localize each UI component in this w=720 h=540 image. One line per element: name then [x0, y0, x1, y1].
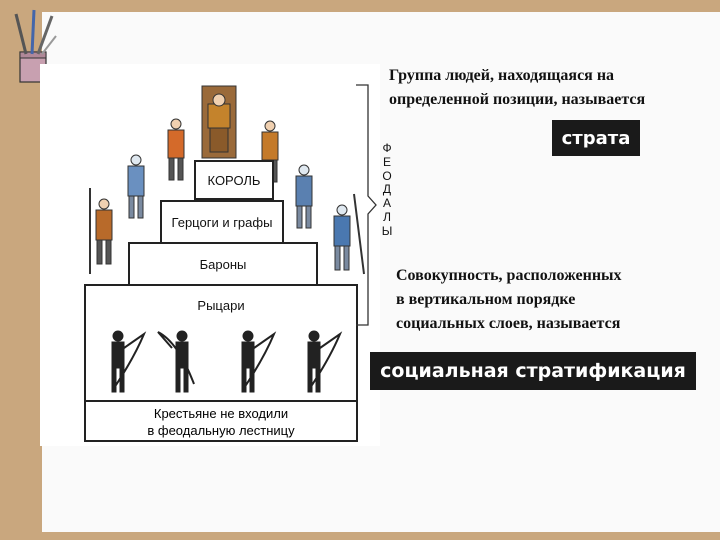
tier-knights: Рыцари — [84, 284, 358, 326]
question-strata: Группа людей, находящаяся на определенно… — [389, 64, 719, 112]
tier-dukes-counts: Герцоги и графы — [160, 200, 284, 244]
king-figure — [201, 85, 237, 159]
feudal-letter: Е — [382, 154, 391, 169]
question-stratification-line1: Совокупность, расположенных — [396, 267, 622, 284]
tier-barons: Бароны — [128, 242, 318, 286]
peasants-illustration — [111, 330, 343, 393]
answer-strata: страта — [552, 120, 640, 156]
feudal-letter: Ы — [381, 223, 393, 238]
tier-king: КОРОЛЬ — [194, 160, 274, 200]
feudal-letter: О — [382, 168, 392, 183]
feudal-letter: Д — [382, 182, 392, 197]
question-strata-line1: Группа людей, находящаяся на — [389, 67, 615, 84]
peasants-caption: Крестьяне не входили в феодальную лестни… — [84, 400, 358, 442]
peasants-row — [84, 324, 358, 400]
peasants-caption-line2: в феодальную лестницу — [147, 423, 295, 438]
peasants-caption-line1: Крестьяне не входили — [153, 406, 289, 421]
feudal-bracket — [356, 84, 377, 326]
feudal-letter: Ф — [382, 141, 392, 155]
question-strata-line2: определенной позиции, называется — [389, 91, 646, 108]
question-stratification-line2: в вертикальном порядке — [396, 291, 576, 308]
feudal-letter: Л — [383, 209, 391, 224]
answer-social-stratification: социальная стратификация — [370, 352, 696, 390]
question-stratification: Совокупность, расположенных в вертикальн… — [396, 264, 716, 336]
question-stratification-line3: социальных слоев, называется — [396, 315, 621, 332]
feudal-letter: А — [382, 196, 391, 211]
